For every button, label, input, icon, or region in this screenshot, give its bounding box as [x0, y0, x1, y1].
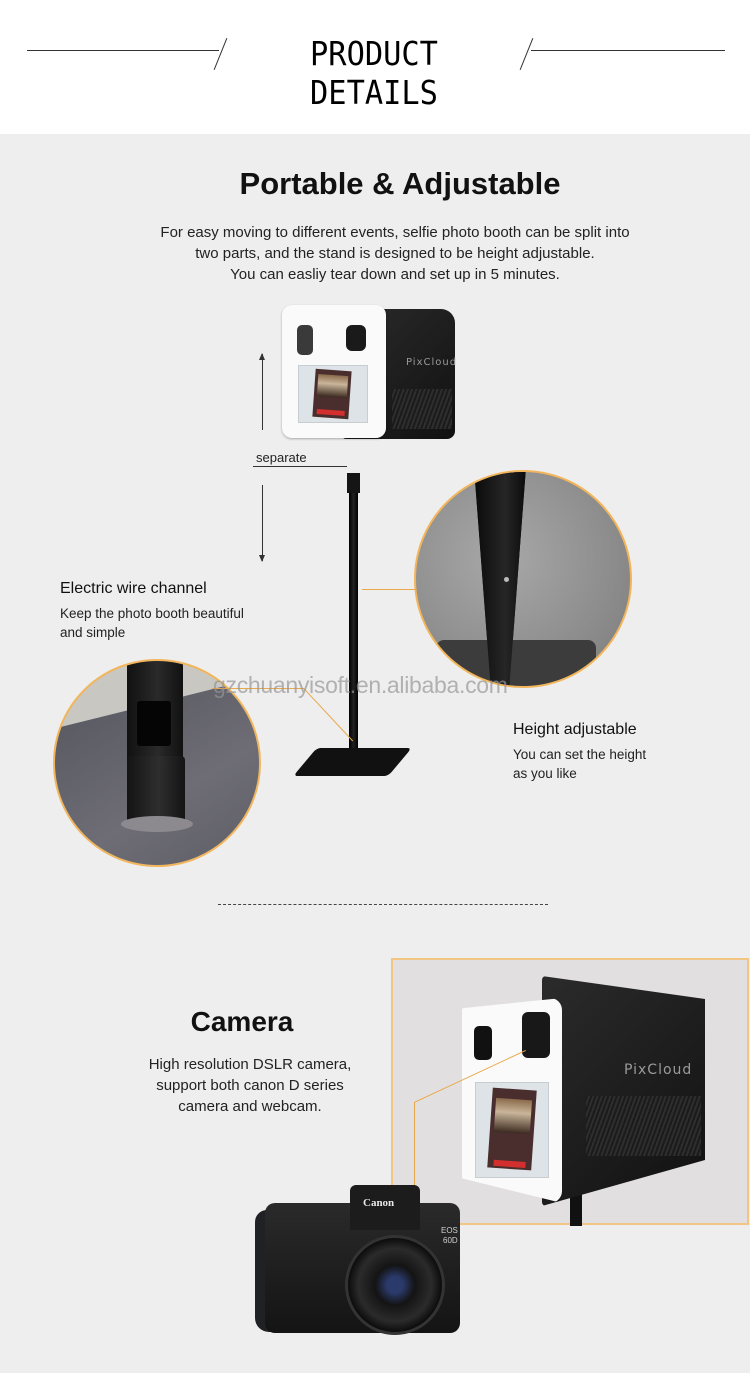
photo-booth-image: PixCloud	[282, 305, 457, 440]
dslr-camera-image: Canon EOS 60D	[255, 1175, 465, 1335]
booth-grille	[392, 389, 452, 429]
page-title: PRODUCT DETAILS	[310, 34, 438, 112]
flash-icon	[474, 1026, 492, 1060]
header-slash-right	[519, 38, 534, 70]
screen-photo	[487, 1087, 537, 1171]
booth-screen	[475, 1082, 549, 1178]
section-divider	[218, 904, 548, 905]
camera-model-line2: 60D	[443, 1236, 458, 1245]
booth-grille	[586, 1096, 701, 1156]
wire-channel-opening	[137, 701, 171, 746]
arrow-up-icon	[259, 353, 265, 430]
header-rule-left	[27, 50, 219, 51]
booth-brand-label: PixCloud	[624, 1062, 693, 1078]
portable-description: For easy moving to different events, sel…	[100, 222, 690, 285]
stand-pole-top	[347, 473, 360, 493]
base-closeup	[436, 640, 596, 686]
callout-line-height	[362, 589, 416, 590]
header-rule-right	[531, 50, 725, 51]
callout-line-wire	[212, 688, 304, 689]
camera-lens	[345, 1235, 445, 1335]
product-details-header: PRODUCT DETAILS	[0, 0, 750, 134]
portable-line-3: You can easliy tear down and set up in 5…	[230, 266, 560, 283]
camera-lens-icon	[346, 325, 366, 351]
flash-icon	[297, 325, 313, 355]
stand-base	[293, 748, 412, 776]
wire-channel-description: Keep the photo booth beautiful and simpl…	[60, 606, 244, 640]
wire-channel-title: Electric wire channel	[60, 580, 207, 597]
portable-line-2: two parts, and the stand is designed to …	[195, 245, 595, 262]
camera-brand-logo: Canon	[363, 1197, 395, 1209]
booth-screen	[298, 365, 368, 423]
screen-photo	[312, 368, 352, 420]
detail-circle-wire-channel	[53, 659, 261, 867]
stand-pole	[349, 493, 358, 763]
header-slash-left	[213, 38, 228, 70]
detail-circle-height	[414, 470, 632, 688]
camera-lens-icon	[522, 1012, 550, 1058]
separate-label: separate	[256, 450, 307, 465]
watermark: gzchuanyisoft.en.alibaba.com	[213, 672, 508, 698]
photo-booth-image-large: PixCloud	[462, 976, 707, 1226]
screw-icon	[504, 577, 509, 582]
camera-title: Camera	[190, 1006, 294, 1037]
booth-side	[542, 976, 705, 1206]
portable-line-1: For easy moving to different events, sel…	[160, 224, 630, 241]
booth-brand-label: PixCloud	[406, 357, 458, 368]
height-adjustable-title: Height adjustable	[513, 721, 637, 738]
height-adjustable-description: You can set the height as you like	[513, 747, 647, 781]
camera-prism	[350, 1185, 420, 1230]
camera-description: High resolution DSLR camera, support bot…	[148, 1056, 352, 1115]
separate-rule	[253, 466, 347, 467]
arrow-down-icon	[259, 485, 265, 562]
portable-title: Portable & Adjustable	[239, 166, 561, 201]
camera-model-line1: EOS	[441, 1226, 458, 1235]
